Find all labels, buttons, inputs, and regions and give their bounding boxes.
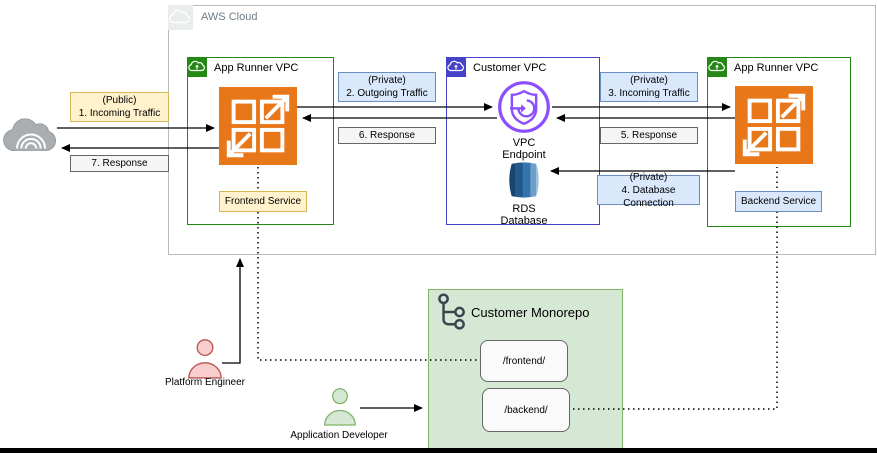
flow-label-response-6: 6. Response [338,127,436,144]
application-developer-icon [322,386,358,432]
vpc-endpoint-caption: VPC Endpoint [502,137,546,161]
left-app-runner-icon [219,87,297,170]
flow-label-outgoing: (Private) 2. Outgoing Traffic [338,72,436,102]
vpc-endpoint-icon [496,79,552,140]
rds-database-icon [505,161,543,204]
flow-label-response-7: 7. Response [70,155,169,172]
aws-cloud-label: AWS Cloud [201,11,258,23]
platform-engineer-icon [186,338,224,384]
arrow-platform-engineer [222,258,244,364]
git-branch-icon [436,292,468,337]
left-vpc-cloud-icon [187,57,207,77]
flow-label-private-incoming: (Private) 3. Incoming Traffic [600,72,698,102]
frontend-directory: /frontend/ [480,340,568,382]
aws-cloud-icon [168,5,193,30]
application-developer-label: Application Developer [290,430,388,441]
right-vpc-cloud-icon [707,57,727,77]
backend-directory: /backend/ [482,388,570,432]
platform-engineer-label: Platform Engineer [164,377,246,388]
monorepo-title: Customer Monorepo [471,305,590,320]
customer-vpc-label: Customer VPC [473,62,547,74]
window-bottom-edge [0,448,877,453]
frontend-service-label: Frontend Service [219,191,307,212]
flow-label-db-connection: (Private) 4. Database Connection [597,172,700,209]
flow-label-response-5: 5. Response [600,127,698,144]
customer-vpc-cloud-icon [446,57,466,77]
flow-label-public-incoming: (Public) 1. Incoming Traffic [70,92,169,122]
internet-cloud-icon [3,112,59,163]
left-vpc-label: App Runner VPC [214,62,299,74]
right-app-runner-icon [735,86,813,169]
backend-service-label: Backend Service [735,191,822,212]
right-vpc-label: App Runner VPC [734,62,819,74]
rds-caption: RDS Database [500,203,548,227]
